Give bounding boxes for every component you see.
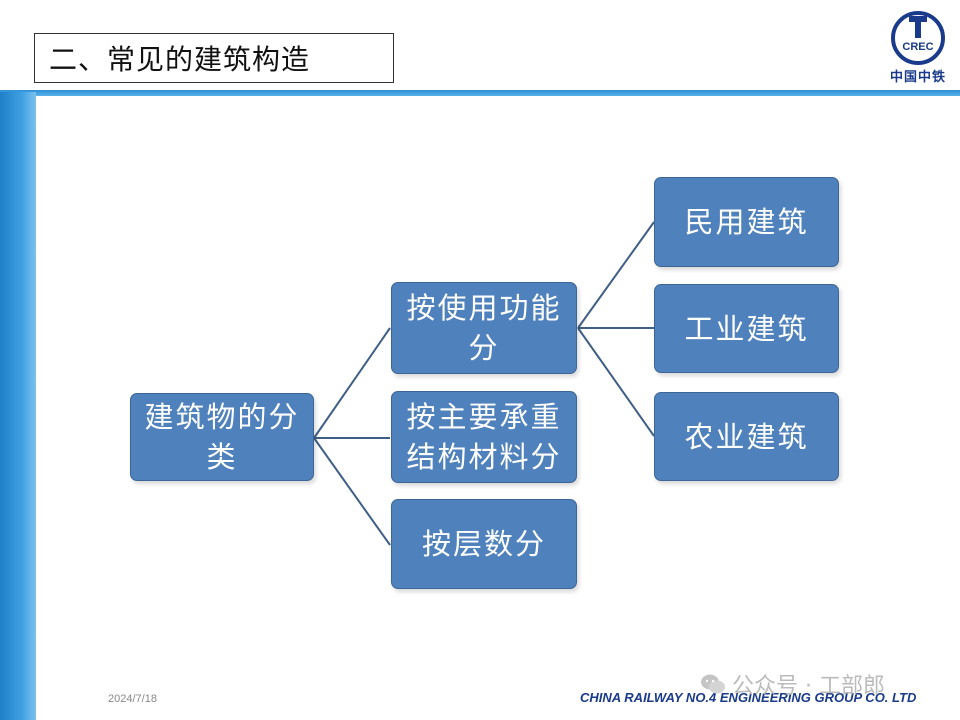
slide-title: 二、常见的建筑构造	[34, 33, 394, 83]
left-side-band	[0, 92, 36, 720]
node-root: 建筑物的分类	[130, 393, 314, 481]
logo-caption: 中国中铁	[889, 70, 946, 85]
watermark: 公众号 · 工部郎	[700, 668, 885, 700]
logo-emblem-text: CREC	[902, 41, 933, 53]
slide-date: 2024/7/18	[108, 693, 157, 705]
footer-company-name: CHINA RAILWAY NO.4 ENGINEERING GROUP CO.…	[580, 690, 917, 705]
node-by-floors: 按层数分	[391, 499, 577, 589]
watermark-text: 公众号 · 工部郎	[732, 674, 885, 699]
header-band	[0, 90, 960, 96]
crec-logo-icon: CREC	[891, 11, 945, 65]
node-industrial-building: 工业建筑	[654, 284, 839, 373]
connector-function-civil	[577, 221, 655, 329]
connector-root-floors	[313, 437, 391, 546]
connector-root-function	[313, 327, 391, 439]
connector-function-agricultural	[577, 327, 655, 437]
wechat-icon	[701, 674, 725, 694]
node-by-function: 按使用功能分	[391, 282, 577, 374]
node-by-structure-material: 按主要承重结构材料分	[391, 391, 577, 483]
node-civil-building: 民用建筑	[654, 177, 839, 267]
node-agricultural-building: 农业建筑	[654, 392, 839, 481]
